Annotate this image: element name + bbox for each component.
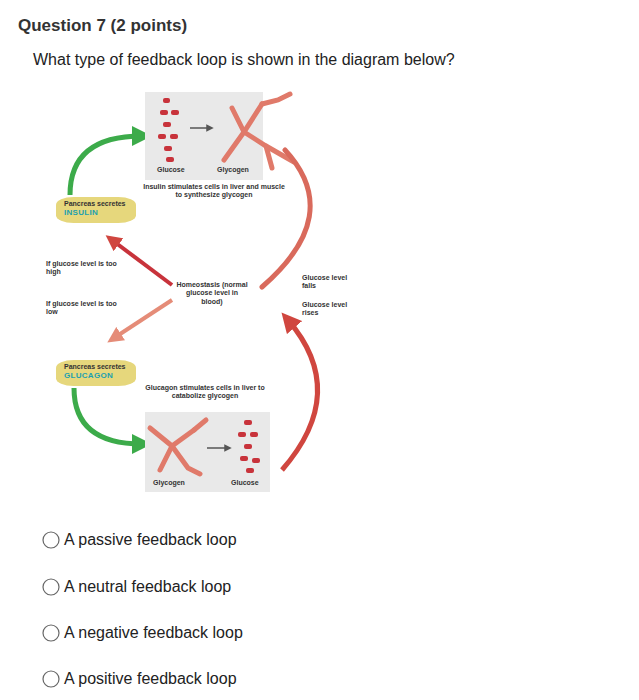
answer-option: A passive feedback loop: [64, 531, 364, 549]
molecule-label: Glycogen: [153, 479, 185, 487]
panel: [145, 412, 270, 492]
pancreas-blob: Pancreas secretesINSULIN: [56, 197, 136, 223]
glucose-molecules: [158, 98, 179, 162]
change-label: Glucose level falls: [302, 274, 352, 291]
illustration-panel: Glucose Glycogen: [145, 92, 263, 180]
process-note: Glucagon stimulates cells in liver to ca…: [140, 384, 270, 401]
feedback-arrow: [114, 300, 172, 338]
molecule-label: Glucose: [231, 479, 259, 487]
change-label: Glucose level rises: [302, 301, 352, 318]
panel: [145, 92, 263, 180]
feedback-arc: [262, 150, 310, 287]
hormone-name: GLUCAGON: [64, 371, 128, 381]
molecule-label: Glucose: [157, 166, 185, 174]
node-heading: Pancreas secretes: [64, 200, 128, 208]
radio-button: [43, 532, 59, 687]
molecule-label: Glycogen: [217, 166, 249, 174]
illustration-panel: Glycogen Glucose: [145, 412, 270, 492]
process-note: Insulin stimulates cells in liver and mu…: [140, 183, 288, 200]
feedback-arc: [282, 320, 318, 470]
state-label: Homeostasis (normal glucose level in blo…: [176, 281, 248, 306]
glucose-molecules: [238, 420, 260, 473]
reaction-arrow: [190, 127, 210, 129]
feedback-arrow: [112, 240, 172, 285]
question-title: Question 7 (2 points): [18, 16, 187, 36]
condition-label: If glucose level is too low: [46, 300, 126, 317]
node-heading: Pancreas secretes: [64, 363, 128, 371]
question-text: What type of feedback loop is shown in t…: [33, 51, 593, 69]
glycogen-branch: [150, 420, 206, 474]
answer-option: A neutral feedback loop: [64, 578, 364, 596]
condition-label: If glucose level is too high: [46, 260, 126, 277]
hormone-arrow: [70, 136, 142, 195]
glycogen-branch: [224, 94, 294, 168]
answer-option: A negative feedback loop: [64, 624, 364, 642]
hormone-name: INSULIN: [64, 208, 128, 218]
answer-option: A positive feedback loop: [64, 670, 364, 688]
pancreas-blob: Pancreas secretesGLUCAGON: [56, 360, 136, 386]
hormone-arrow: [74, 388, 142, 444]
reaction-arrow: [207, 447, 228, 449]
